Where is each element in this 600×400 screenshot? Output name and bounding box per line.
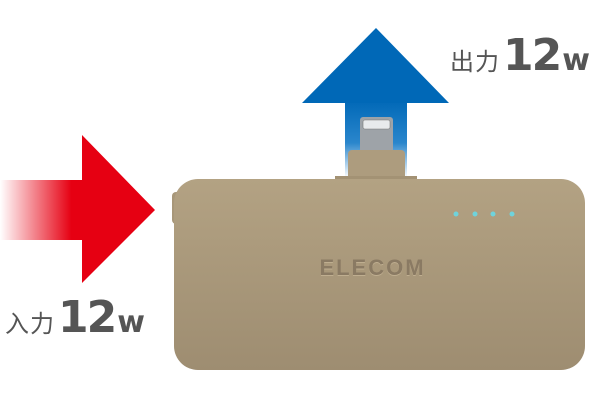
output-power-label: 出力 12 w <box>450 30 590 81</box>
input-prefix: 入力 <box>5 310 55 338</box>
input-unit: w <box>117 305 145 340</box>
output-unit: w <box>562 43 590 78</box>
input-power-label: 入力 12 w <box>5 292 145 343</box>
input-arrow <box>0 135 155 283</box>
brand-logo: ELECOM <box>319 255 426 280</box>
power-bank-body <box>172 179 585 370</box>
output-prefix: 出力 <box>450 48 500 76</box>
output-value: 12 <box>503 30 562 81</box>
input-value: 12 <box>58 292 117 343</box>
led-indicators <box>453 211 515 217</box>
